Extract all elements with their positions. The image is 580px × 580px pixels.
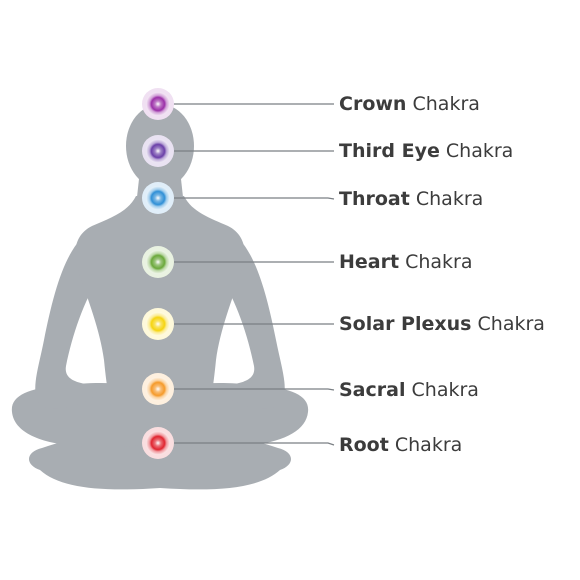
- connector-root: [170, 442, 335, 446]
- chakra-name-throat: Throat: [339, 188, 410, 210]
- chakra-dots: [142, 88, 174, 459]
- chakra-label-solar-plexus: Solar Plexus Chakra: [339, 312, 545, 336]
- chakra-suffix-crown: Chakra: [406, 93, 480, 115]
- chakra-suffix-root: Chakra: [388, 434, 463, 456]
- chakra-label-crown: Crown Chakra: [339, 92, 480, 116]
- chakra-name-root: Root: [339, 434, 389, 456]
- chakra-label-root: Root Chakra: [339, 433, 462, 457]
- chakra-dot-crown: [146, 92, 170, 116]
- connector-throat: [170, 197, 335, 200]
- chakra-dot-throat: [146, 186, 170, 210]
- chakra-label-third-eye: Third Eye Chakra: [339, 139, 513, 163]
- chakra-label-throat: Throat Chakra: [339, 187, 483, 211]
- chakra-name-heart: Heart: [339, 251, 400, 273]
- figure-torso: [75, 196, 245, 410]
- chakra-suffix-heart: Chakra: [399, 251, 473, 273]
- chakra-dot-root: [146, 431, 170, 455]
- connector-lines: [170, 103, 335, 446]
- chakra-suffix-sacral: Chakra: [405, 379, 479, 401]
- chakra-label-sacral: Sacral Chakra: [339, 378, 479, 402]
- chakra-name-third-eye: Third Eye: [339, 140, 440, 162]
- chakra-name-crown: Crown: [339, 93, 407, 115]
- chakra-dot-third-eye: [146, 139, 170, 163]
- connector-sacral: [170, 388, 335, 391]
- chakra-suffix-solar-plexus: Chakra: [471, 313, 545, 335]
- chakra-dot-sacral: [146, 377, 170, 401]
- chakra-name-solar-plexus: Solar Plexus: [339, 313, 472, 335]
- chakra-dot-solar-plexus: [146, 312, 170, 336]
- chakra-label-heart: Heart Chakra: [339, 250, 473, 274]
- chakra-dot-heart: [146, 250, 170, 274]
- chakra-suffix-third-eye: Chakra: [439, 140, 514, 162]
- chakra-name-sacral: Sacral: [339, 379, 406, 401]
- chakra-suffix-throat: Chakra: [409, 188, 484, 210]
